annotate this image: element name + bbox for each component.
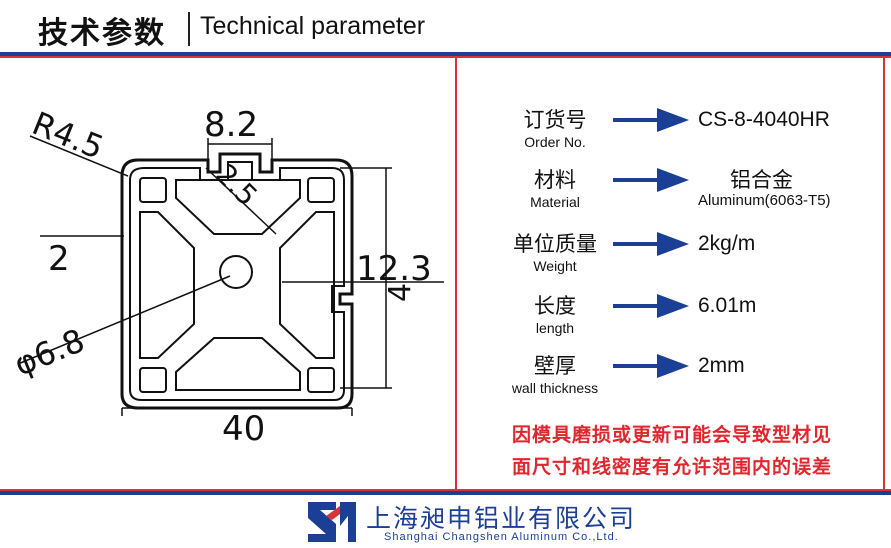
dim-label-right-b: 4 [383, 283, 418, 302]
cavity-top-right [307, 177, 335, 203]
center-bore [219, 255, 253, 289]
spec-label-en: length [535, 320, 575, 336]
spec-value: Aluminum(6063-T5) [698, 192, 831, 209]
spec-row-length: 长度 length 6.01m [480, 288, 880, 348]
dim-label-right-a: 12.3 [356, 249, 432, 289]
dim-label-wall: 2 [48, 239, 70, 279]
dim-label-top: 8.2 [204, 105, 258, 145]
spec-row-order-no: 订货号 Order No. CS-8-4040HR [480, 102, 880, 162]
web-right [279, 211, 335, 359]
header-title-en: Technical parameter [200, 12, 426, 40]
spec-value: 2mm [698, 354, 745, 377]
profile-outline [120, 152, 354, 410]
arrow-right-icon [613, 354, 689, 378]
company-name-en: Shanghai Changshen Aluminum Co.,Ltd. [384, 531, 619, 543]
web-top [175, 179, 301, 235]
spec-label-cn: 单位质量 [513, 232, 597, 256]
spec-label-en: Weight [533, 258, 577, 274]
spec-row-weight: 单位质量 Weight 2kg/m [480, 226, 880, 286]
bottom-rule-blue [0, 491, 891, 495]
profile-drawing: 8.2 R4.5 2.5 2 12.3 4 φ6.8 40 [9, 104, 444, 449]
right-border [883, 58, 885, 491]
company-logo-icon [308, 502, 356, 542]
header: 技术参数 Technical parameter [0, 0, 891, 52]
cavity-bottom-left [139, 367, 167, 393]
arrow-right-icon [613, 294, 689, 318]
top-rule-red [0, 56, 891, 58]
spec-label-cn: 材料 [534, 168, 576, 192]
panel-divider [455, 58, 457, 491]
spec-row-material: 材料 Material 铝合金 Aluminum(6063-T5) [480, 162, 880, 222]
spec-label-en: wall thickness [511, 380, 599, 396]
spec-value-cn: 铝合金 [730, 168, 793, 192]
web-bottom [175, 337, 301, 391]
top-rule-blue [0, 52, 891, 56]
cavity-top-left [139, 177, 167, 203]
profile-inner-contour [129, 161, 345, 401]
cavity-bottom-right [307, 367, 335, 393]
web-left [139, 211, 195, 359]
dim-leader-slot [205, 167, 277, 235]
spec-row-wall-thickness: 壁厚 wall thickness 2mm [480, 348, 880, 408]
arrow-right-icon [613, 168, 689, 192]
bottom-rule-red [0, 489, 891, 491]
arrow-right-icon [613, 108, 689, 132]
dim-leader-bore [17, 275, 231, 365]
spec-value: 6.01m [698, 294, 757, 317]
company-name-cn: 上海昶申铝业有限公司 [366, 504, 637, 533]
spec-label-cn: 长度 [534, 294, 576, 318]
spec-value: 2kg/m [698, 232, 756, 255]
spec-value: CS-8-4040HR [698, 108, 830, 131]
dim-label-bore: φ6.8 [9, 321, 90, 383]
spec-label-en: Material [530, 194, 580, 210]
note-line-1: 因模具磨损或更新可能会导致型材见 [511, 424, 832, 446]
header-separator [188, 12, 190, 46]
dim-leader-radius [29, 135, 129, 177]
dim-label-radius: R4.5 [27, 104, 109, 167]
header-title-cn: 技术参数 [38, 16, 166, 51]
spec-label-cn: 壁厚 [534, 354, 576, 378]
arrow-right-icon [613, 232, 689, 256]
spec-label-cn: 订货号 [523, 108, 587, 132]
dim-label-width: 40 [222, 409, 265, 449]
note-line-2: 面尺寸和线密度有允许范围内的误差 [511, 456, 832, 478]
spec-label-en: Order No. [524, 134, 586, 150]
